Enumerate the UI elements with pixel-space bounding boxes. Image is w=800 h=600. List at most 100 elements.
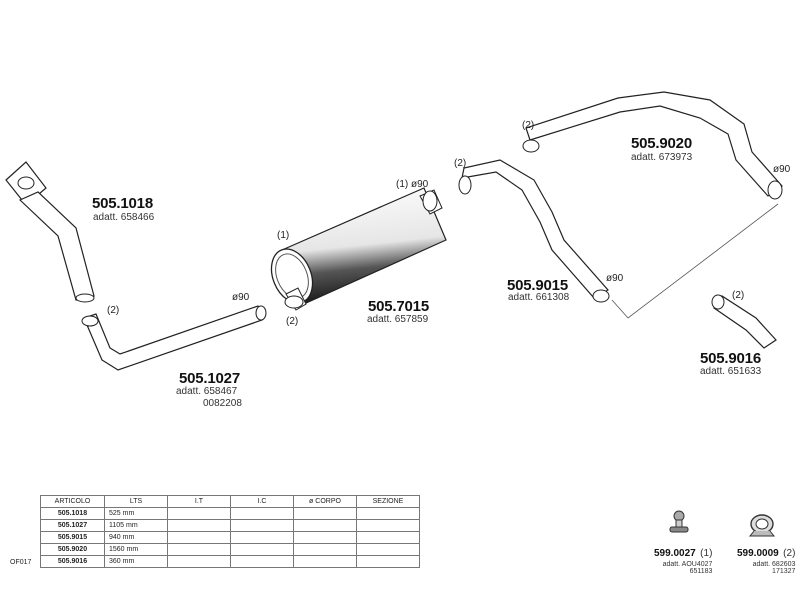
pipe-end bbox=[592, 289, 610, 303]
pipe-body bbox=[18, 191, 95, 301]
pipe-body bbox=[713, 295, 777, 349]
note-505-9015: (2) bbox=[454, 158, 467, 169]
cell-code: 505.9015 bbox=[40, 531, 105, 544]
table-row: 505.1027 1105 mm bbox=[40, 519, 420, 532]
accessory-ref1: adatt. AOU4027 bbox=[662, 561, 713, 568]
pipe-end bbox=[711, 294, 725, 310]
part-code-505-1018: 505.1018 bbox=[92, 195, 153, 212]
inlet-end bbox=[284, 295, 304, 309]
diagram-reference-code: OF017 bbox=[10, 559, 32, 566]
accessory-ref1: adatt. 682603 bbox=[752, 561, 796, 568]
col-header: SEZIONE bbox=[356, 495, 420, 508]
diameter-505-9015: ø90 bbox=[606, 273, 624, 284]
guide-lines bbox=[611, 203, 779, 319]
diameter-505-9020: ø90 bbox=[773, 164, 791, 175]
table-row: 505.9020 1560 mm bbox=[40, 543, 420, 556]
part-code-505-1027: 505.1027 bbox=[179, 370, 240, 387]
cell-empty bbox=[356, 555, 420, 568]
cell-empty bbox=[293, 543, 357, 556]
accessory-qty: (2) bbox=[783, 548, 796, 559]
cell-empty bbox=[356, 531, 420, 544]
note-505-1027: (2) bbox=[107, 305, 120, 316]
cell-empty bbox=[356, 519, 420, 532]
cell-empty bbox=[230, 543, 294, 556]
cell-empty bbox=[167, 519, 231, 532]
part-ref-505-1018: adatt. 658466 bbox=[93, 212, 155, 223]
part-ref-505-9016: adatt. 651633 bbox=[700, 366, 762, 377]
accessory-ring-icon bbox=[748, 514, 776, 537]
cell-empty bbox=[293, 519, 357, 532]
ring-inner bbox=[755, 518, 769, 530]
diameter-505-7015: (1) ø90 bbox=[396, 179, 429, 190]
cell-lts: 940 mm bbox=[104, 531, 168, 544]
pipe-end bbox=[767, 180, 783, 200]
cell-empty bbox=[356, 507, 420, 520]
pipe-end bbox=[255, 305, 267, 321]
cell-empty bbox=[293, 531, 357, 544]
pipe-505-1027 bbox=[81, 305, 267, 371]
cell-empty bbox=[230, 531, 294, 544]
part-ref-505-9020: adatt. 673973 bbox=[631, 152, 693, 163]
cell-lts: 1560 mm bbox=[104, 543, 168, 556]
spec-table-header: ARTICOLO LTS I.T I.C ø CORPO SEZIONE bbox=[40, 495, 420, 508]
cell-empty bbox=[230, 507, 294, 520]
col-header: ARTICOLO bbox=[40, 495, 105, 508]
col-header: ø CORPO bbox=[293, 495, 357, 508]
note-505-9020: (2) bbox=[522, 120, 535, 131]
col-header: LTS bbox=[104, 495, 168, 508]
pipe-body bbox=[83, 305, 263, 371]
ring-tab bbox=[748, 530, 776, 537]
note-bottom-505-7015: (2) bbox=[286, 316, 299, 327]
diameter-505-1027: ø90 bbox=[232, 292, 250, 303]
accessory-qty: (1) bbox=[700, 548, 713, 559]
cell-empty bbox=[167, 555, 231, 568]
cell-empty bbox=[167, 531, 231, 544]
pipe-body bbox=[461, 159, 609, 299]
cell-empty bbox=[293, 507, 357, 520]
part-ref-505-7015: adatt. 657859 bbox=[367, 314, 429, 325]
pipe-505-9015 bbox=[458, 159, 610, 303]
cell-empty bbox=[230, 555, 294, 568]
cell-code: 505.1018 bbox=[40, 507, 105, 520]
accessory-1: 599.0027 (1) adatt. AOU4027 651183 bbox=[654, 543, 712, 575]
cell-empty bbox=[230, 519, 294, 532]
outlet-end bbox=[422, 190, 438, 212]
part-ref-505-9015: adatt. 661308 bbox=[508, 292, 570, 303]
accessory-ref2: 171327 bbox=[772, 568, 796, 575]
accessory-clamp-icon bbox=[669, 510, 689, 533]
cell-lts: 360 mm bbox=[104, 555, 168, 568]
note-505-9016: (2) bbox=[732, 290, 745, 301]
pipe-505-9020 bbox=[522, 91, 783, 200]
cell-code: 505.9016 bbox=[40, 555, 105, 568]
cell-empty bbox=[356, 543, 420, 556]
pipe-end bbox=[81, 315, 99, 327]
muffler-505-7015 bbox=[270, 187, 447, 311]
pipe-end bbox=[522, 139, 540, 153]
spec-table: ARTICOLO LTS I.T I.C ø CORPO SEZIONE 505… bbox=[40, 495, 420, 568]
cell-lts: 1105 mm bbox=[104, 519, 168, 532]
table-row: 505.9015 940 mm bbox=[40, 531, 420, 544]
cell-empty bbox=[167, 507, 231, 520]
pipe-body bbox=[525, 91, 783, 197]
cell-code: 505.9020 bbox=[40, 543, 105, 556]
col-header: I.C bbox=[230, 495, 294, 508]
accessory-code: 599.0009 bbox=[737, 548, 779, 559]
pipe-505-1018 bbox=[5, 161, 95, 303]
pipe-end bbox=[458, 175, 472, 195]
part-code-505-7015: 505.7015 bbox=[368, 298, 429, 315]
part-ref2-505-1027: 0082208 bbox=[203, 398, 242, 409]
table-row: 505.9016 360 mm bbox=[40, 555, 420, 568]
cell-lts: 525 mm bbox=[104, 507, 168, 520]
cell-empty bbox=[167, 543, 231, 556]
part-code-505-9020: 505.9020 bbox=[631, 135, 692, 152]
part-code-505-9016: 505.9016 bbox=[700, 350, 761, 367]
accessory-2: 599.0009 (2) adatt. 682603 171327 bbox=[737, 543, 795, 575]
note-top-505-7015: (1) bbox=[277, 230, 290, 241]
clamp-base bbox=[669, 526, 689, 533]
part-code-505-9015: 505.9015 bbox=[507, 277, 568, 294]
flange-hole bbox=[17, 176, 35, 190]
col-header: I.T bbox=[167, 495, 231, 508]
accessory-code: 599.0027 bbox=[654, 548, 696, 559]
accessory-ref2: 651183 bbox=[689, 568, 713, 575]
